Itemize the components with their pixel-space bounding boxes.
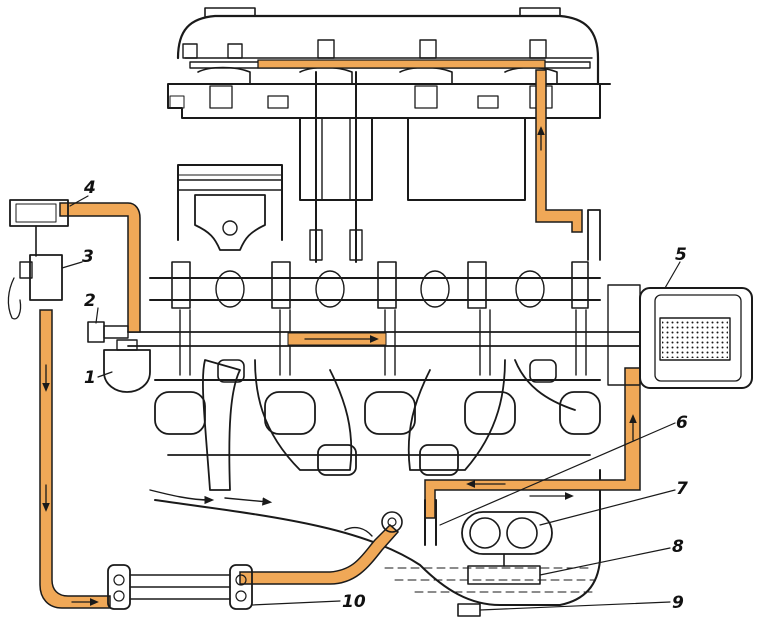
head-feed-line [535, 69, 583, 233]
callout-8: 8 [672, 537, 684, 557]
callout-9: 9 [672, 593, 684, 613]
callout-7: 7 [676, 479, 688, 499]
oil-pump-drive [381, 511, 403, 533]
pressure-relief-valve [9, 199, 69, 257]
cylinder-block [177, 117, 601, 261]
piston [194, 194, 266, 251]
oil-cooler [107, 564, 253, 610]
callout-5: 5 [675, 245, 687, 265]
callout-6: 6 [676, 413, 688, 433]
rocker-oil-line [257, 59, 546, 69]
main-bearings [154, 391, 601, 435]
oil-pan [149, 469, 601, 606]
callout-4: 4 [83, 178, 96, 198]
leader-lines [61, 195, 681, 611]
oil-cooler-line [39, 309, 111, 609]
valve-cover-bolts [182, 39, 547, 59]
oil-filter [607, 284, 753, 389]
callout-10: 10 [342, 592, 366, 612]
callout-3: 3 [82, 247, 94, 267]
pushrods [309, 71, 363, 263]
crankpins [217, 359, 557, 476]
flow-arrows [42, 126, 637, 606]
gallery-branches [179, 309, 587, 376]
oil-pump [424, 499, 553, 555]
oil-tap [7, 254, 63, 320]
cooler-return-line [239, 523, 400, 585]
crank-webs [202, 359, 576, 491]
cam-lobes [215, 270, 545, 308]
drain-plug [457, 603, 481, 617]
pressure-sensor [103, 339, 151, 393]
callout-1: 1 [84, 368, 96, 388]
camshaft [149, 261, 601, 309]
valve-cover [176, 7, 600, 86]
callout-2: 2 [84, 291, 96, 311]
callouts: 1 2 3 4 5 6 7 8 9 10 [82, 178, 688, 613]
valve-springs [209, 85, 553, 109]
main-oil-gallery [127, 309, 641, 376]
crankshaft [154, 359, 601, 491]
rocker-arms [197, 66, 558, 85]
sensor-fitting [87, 321, 129, 343]
oil-level-lines [384, 567, 596, 593]
upper-feed-line [59, 202, 141, 333]
